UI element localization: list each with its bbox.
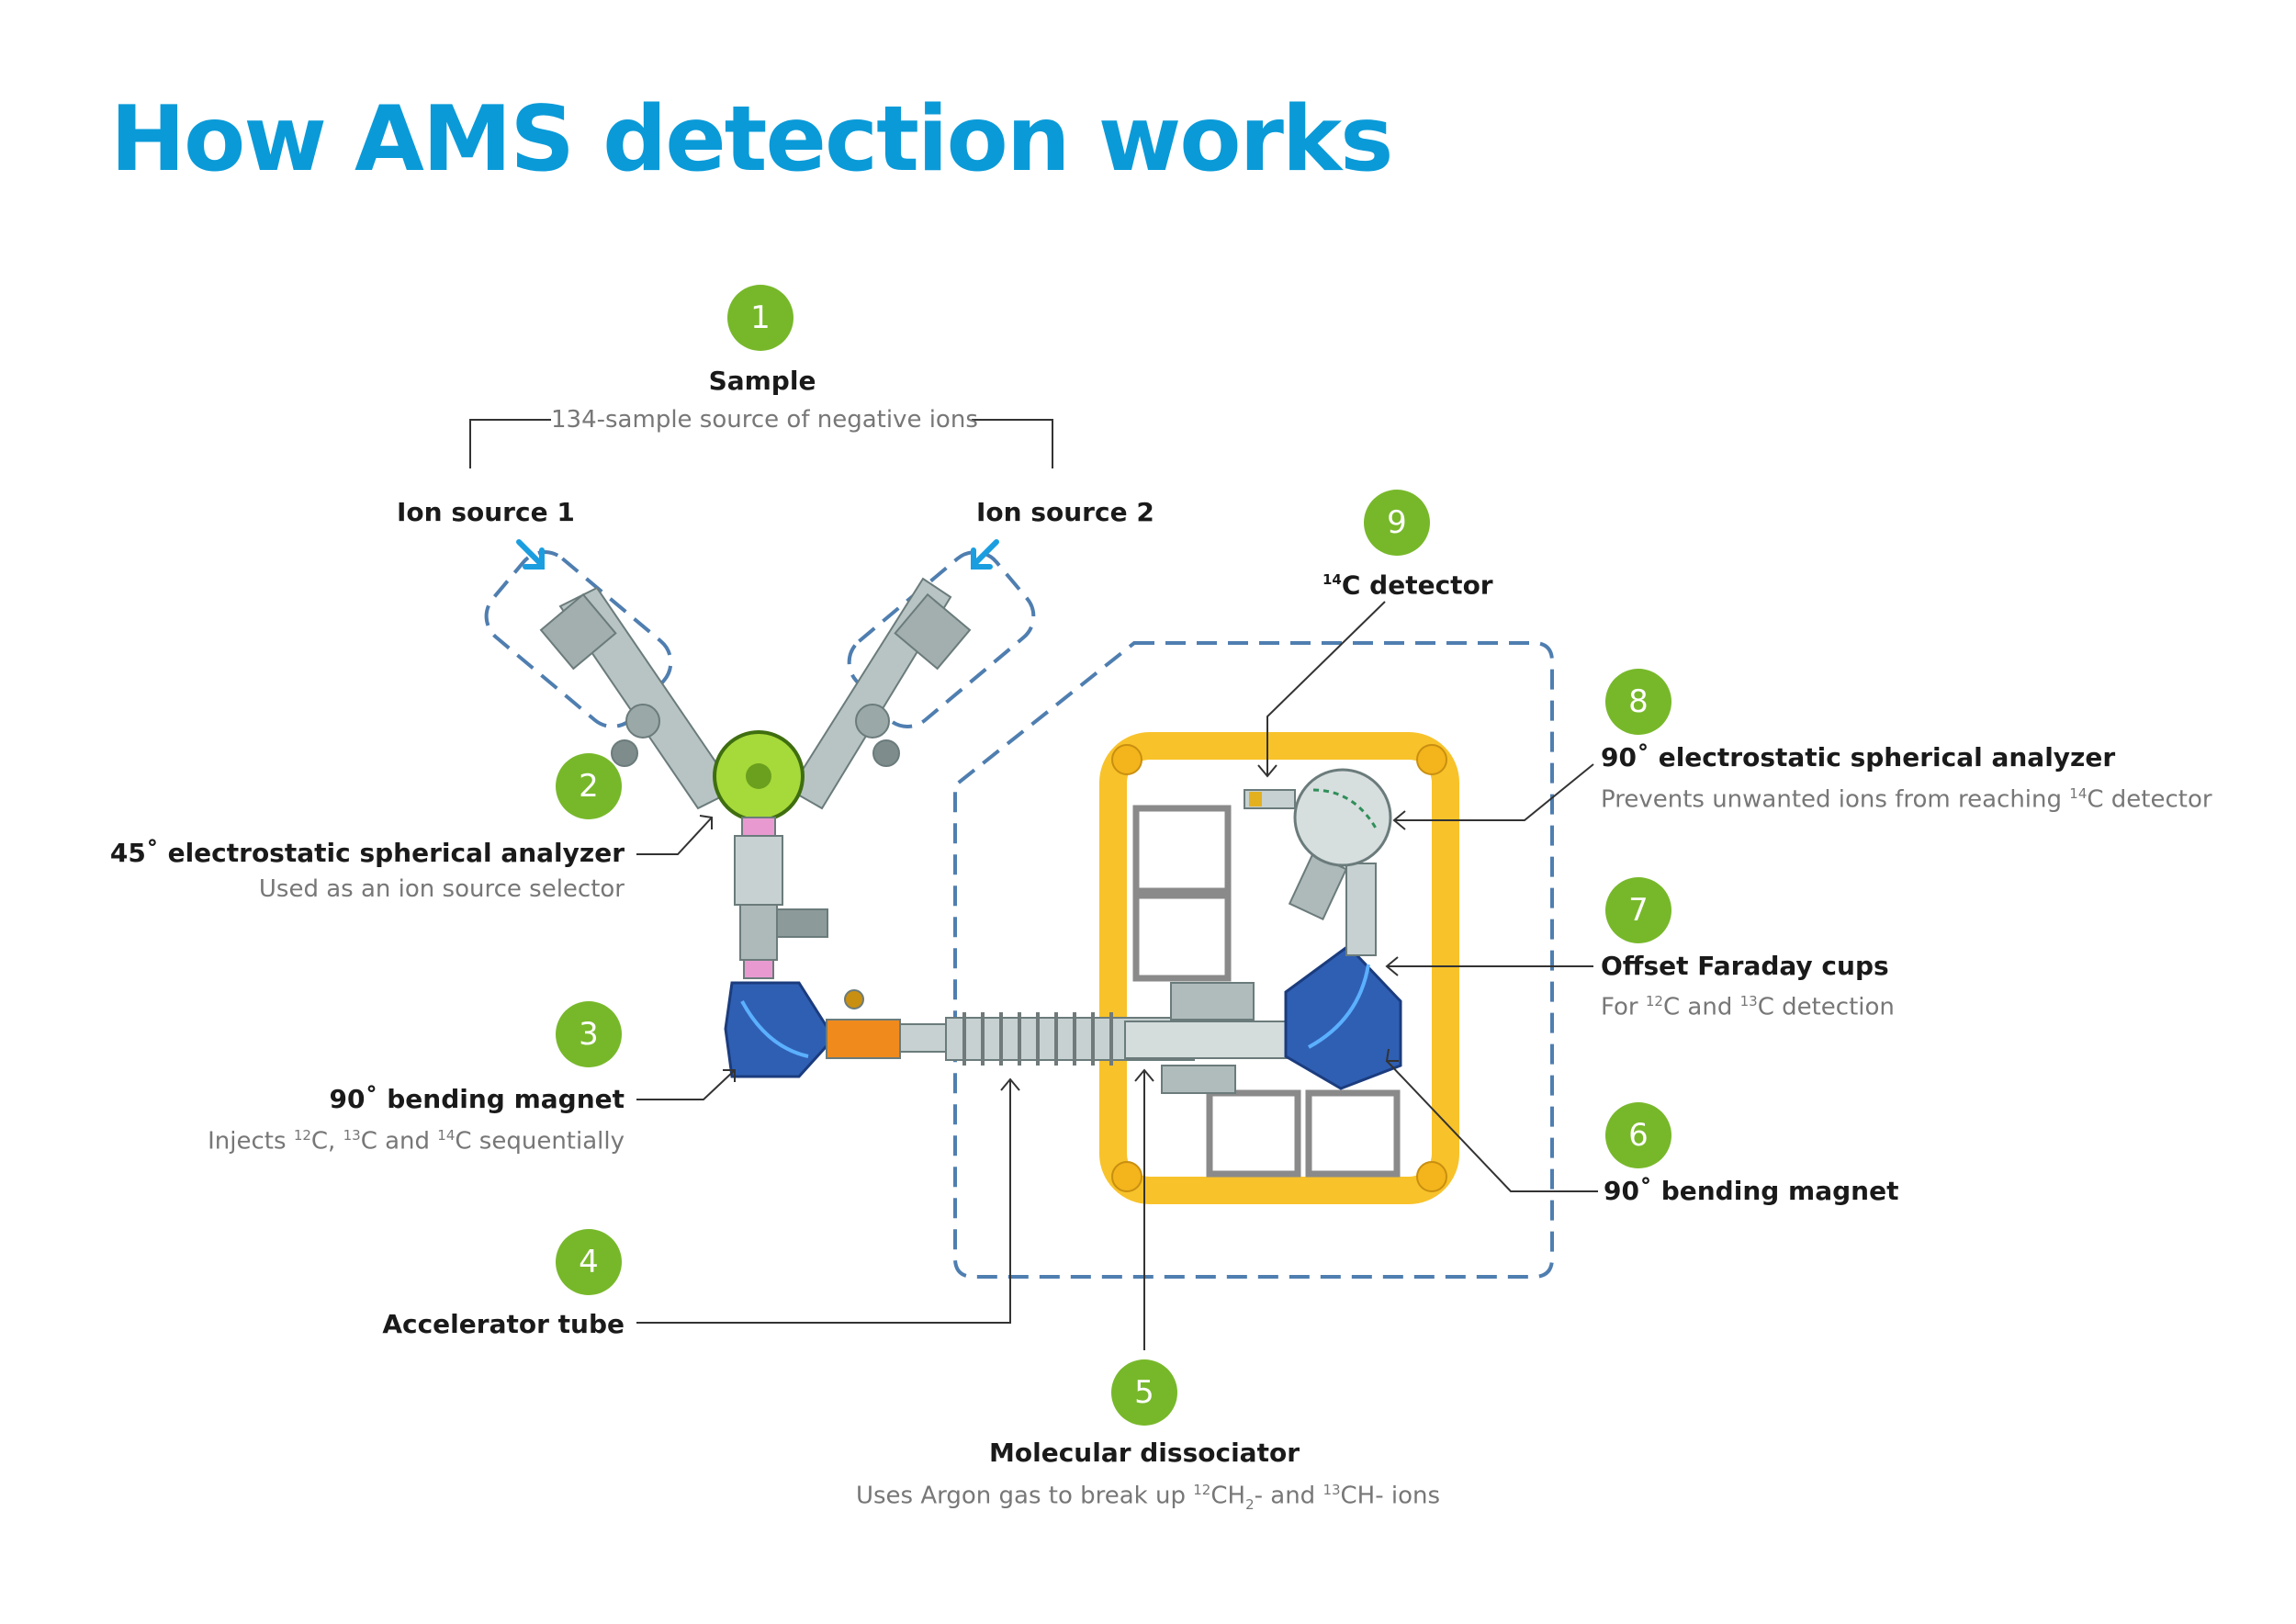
analyzer-90-sphere [1293, 768, 1392, 867]
faraday-cups-subtitle: For 12C and 13C detection [1601, 993, 1895, 1021]
faraday-cups-title: Offset Faraday cups [1601, 951, 1889, 981]
molecular-dissociator-subtitle: Uses Argon gas to break up 12CH2- and 13… [855, 1482, 1441, 1513]
bending-magnet-3-subtitle: Injects 12C, 13C and 14C sequentially [208, 1127, 625, 1156]
ion-source-2-outline [847, 550, 1036, 728]
high-energy-section-outline [953, 641, 1554, 1279]
ion-source-1-arrow-icon [516, 539, 545, 568]
step-badge-9: 9 [1364, 490, 1430, 556]
horizontal-beamline [826, 982, 1296, 1094]
frame-corner-joints [1111, 744, 1447, 1192]
step-badge-8: 8 [1605, 669, 1671, 735]
detector-c14-title: C detector [1341, 570, 1493, 601]
injection-beamline [734, 817, 828, 979]
bending-magnet-3-title: 90˚ bending magnet [329, 1084, 625, 1114]
sample-title: Sample [708, 366, 816, 396]
bending-magnet-3 [724, 981, 836, 1078]
analyzer-45-title: 45˚ electrostatic spherical analyzer [109, 838, 625, 868]
ion-source-arms [539, 577, 972, 810]
step-badge-6: 6 [1605, 1102, 1671, 1168]
step-badge-7: 7 [1605, 877, 1671, 943]
analyzer-90-title: 90˚ electrostatic spherical analyzer [1601, 742, 2116, 773]
detector-c14-isotope: 14 [1322, 571, 1342, 588]
analyzer-45-subtitle: Used as an ion source selector [258, 875, 625, 903]
bending-magnet-6-label: 90˚ bending magnet [1604, 1176, 1899, 1206]
analyzer-90-subtitle: Prevents unwanted ions from reaching 14C… [1601, 785, 2212, 814]
step-badge-5: 5 [1111, 1359, 1177, 1426]
accelerator-tube-label: Accelerator tube [382, 1309, 625, 1339]
ion-source-arrows [516, 539, 999, 570]
detector-c14-label: 14C detector [1322, 564, 1493, 601]
ion-source-2-label: Ion source 2 [976, 497, 1154, 527]
equipment-racks [1132, 805, 1401, 1178]
connector-lines [469, 419, 1598, 1350]
connector-arrowheads [699, 764, 1406, 1091]
support-frame [1099, 732, 1459, 1204]
page-title: How AMS detection works [110, 87, 1393, 192]
step-badge-3: 3 [556, 1001, 622, 1067]
step-badge-1: 1 [727, 285, 793, 351]
ion-source-1-label: Ion source 1 [397, 497, 575, 527]
step-badge-4: 4 [556, 1229, 622, 1295]
molecular-dissociator-title: Molecular dissociator [989, 1438, 1300, 1468]
faraday-cup-column [1288, 852, 1377, 956]
sample-subtitle: 134-sample source of negative ions [551, 406, 978, 434]
ion-source-2-arrow-icon [971, 539, 999, 568]
step-badge-2: 2 [556, 753, 622, 819]
